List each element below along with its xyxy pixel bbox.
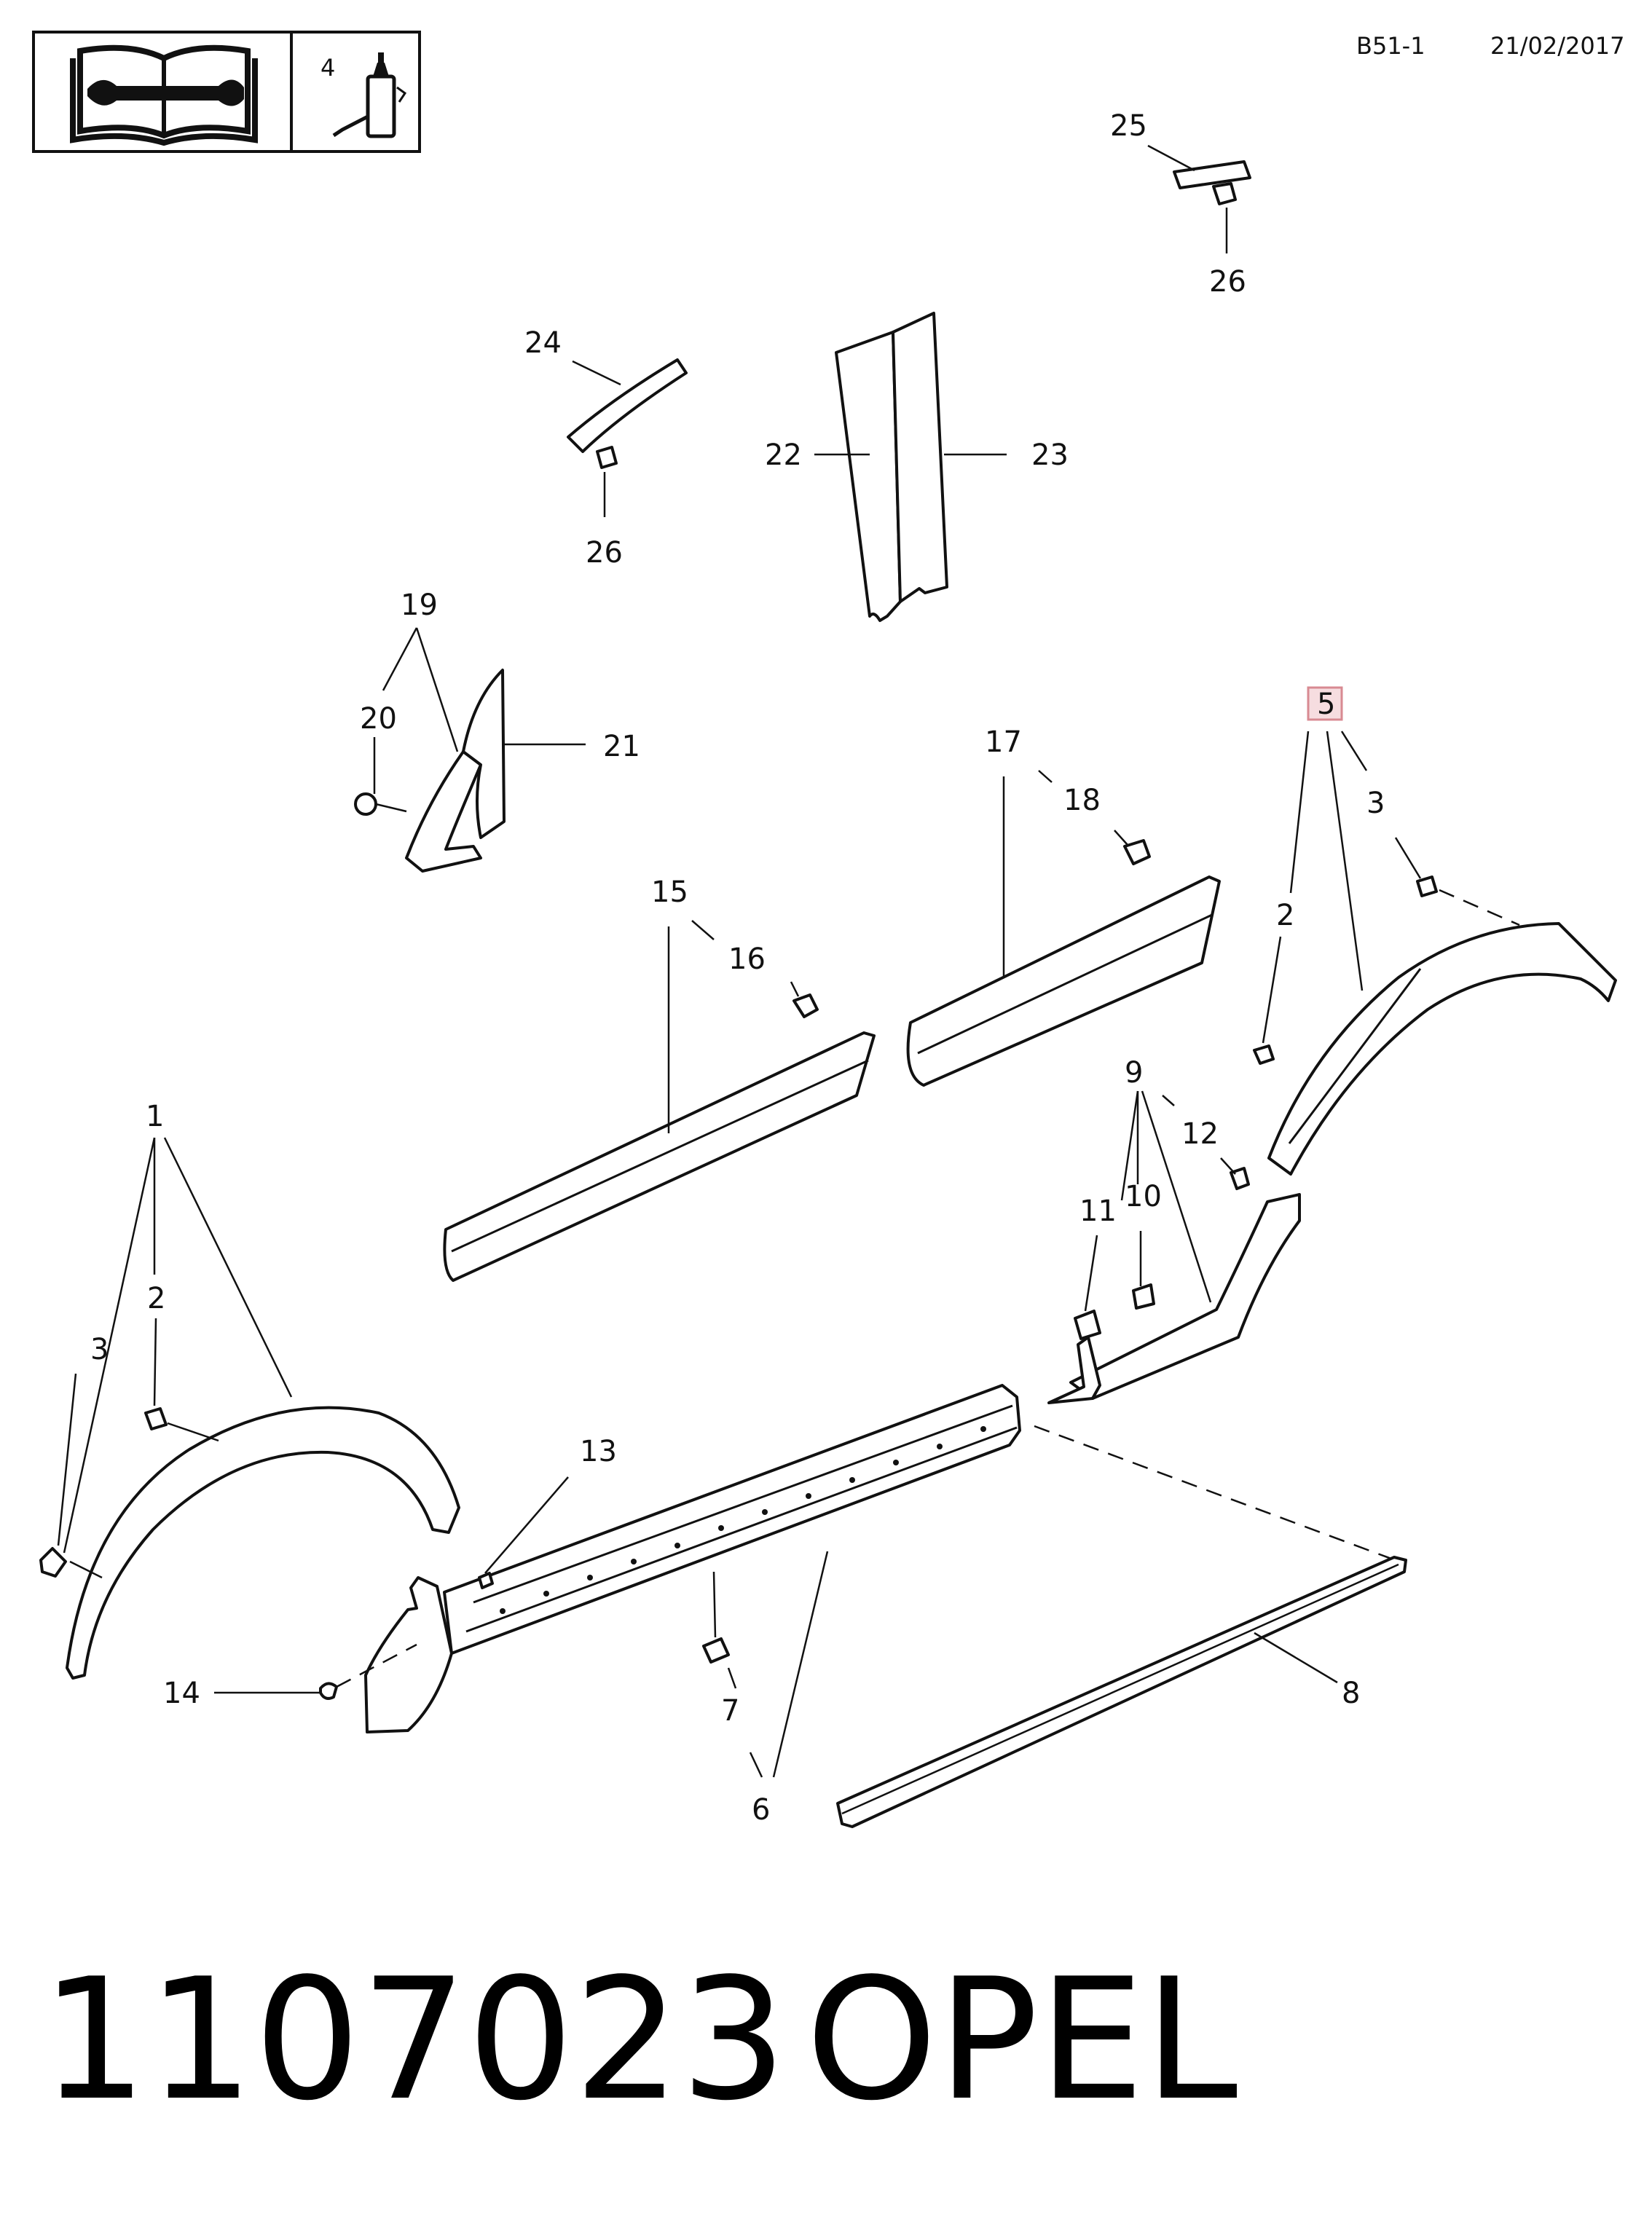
callout-labels: 25 26 24 26 22 23 19 20 21 17 18 15 16 5…	[90, 109, 1385, 1827]
callout-5-highlight	[1307, 686, 1343, 721]
part-9-sill-end-cap	[1047, 1167, 1301, 1404]
callout-21: 21	[603, 730, 640, 763]
part-6-rocker-panel	[319, 1384, 1021, 1733]
footer-part-number: 1107023	[41, 1943, 787, 2138]
callout-26: 26	[586, 536, 623, 570]
part-25-trim-clip	[1173, 160, 1251, 205]
callout-15: 15	[651, 875, 688, 909]
callout-22: 22	[765, 438, 802, 472]
callout-8: 8	[1342, 1677, 1360, 1710]
adhesive-bottle-icon: 4	[320, 52, 407, 138]
part-22-23-b-pillar-trim	[835, 312, 948, 622]
header-icon-box: 4	[32, 31, 421, 153]
callout-14: 14	[163, 1677, 200, 1710]
callout-18: 18	[1063, 784, 1101, 817]
part-19-21-mirror-triangle	[354, 669, 506, 873]
callout-26: 26	[1209, 265, 1246, 299]
rocker-mounting-holes	[500, 1426, 986, 1614]
callout-13: 13	[580, 1435, 617, 1468]
callout-19: 19	[401, 589, 438, 622]
part-5-rear-wheel-arch	[1253, 875, 1617, 1176]
callout-2: 2	[1276, 899, 1294, 932]
part-24-moulding	[567, 358, 688, 469]
part-8-sill-strip	[836, 1556, 1407, 1828]
footer-brand: OPEL	[806, 1943, 1238, 2138]
callout-23: 23	[1031, 438, 1069, 472]
callout-9: 9	[1125, 1056, 1143, 1090]
part-1-front-wheel-arch	[39, 1406, 460, 1680]
callout-10: 10	[1125, 1180, 1162, 1213]
page-date: 21/02/2017	[1490, 32, 1624, 60]
callout-16: 16	[728, 942, 766, 976]
callout-7: 7	[721, 1694, 739, 1728]
callout-17: 17	[985, 725, 1022, 759]
callout-5: 5	[1317, 688, 1335, 721]
callout-12: 12	[1181, 1117, 1219, 1151]
callout-24: 24	[524, 326, 562, 360]
callout-2: 2	[147, 1282, 165, 1315]
callout-20: 20	[360, 702, 397, 736]
page-reference: B51-1	[1356, 32, 1425, 60]
callout-11: 11	[1079, 1194, 1117, 1228]
part-15-front-door-moulding	[443, 993, 876, 1282]
callout-3: 3	[1366, 787, 1385, 820]
callout-25: 25	[1110, 109, 1147, 143]
svg-text:4: 4	[320, 54, 335, 82]
callout-1: 1	[146, 1100, 164, 1133]
callout-3: 3	[90, 1333, 109, 1366]
callout-6: 6	[752, 1793, 770, 1827]
part-17-rear-door-moulding	[906, 839, 1221, 1087]
repair-manual-icon	[70, 44, 258, 146]
